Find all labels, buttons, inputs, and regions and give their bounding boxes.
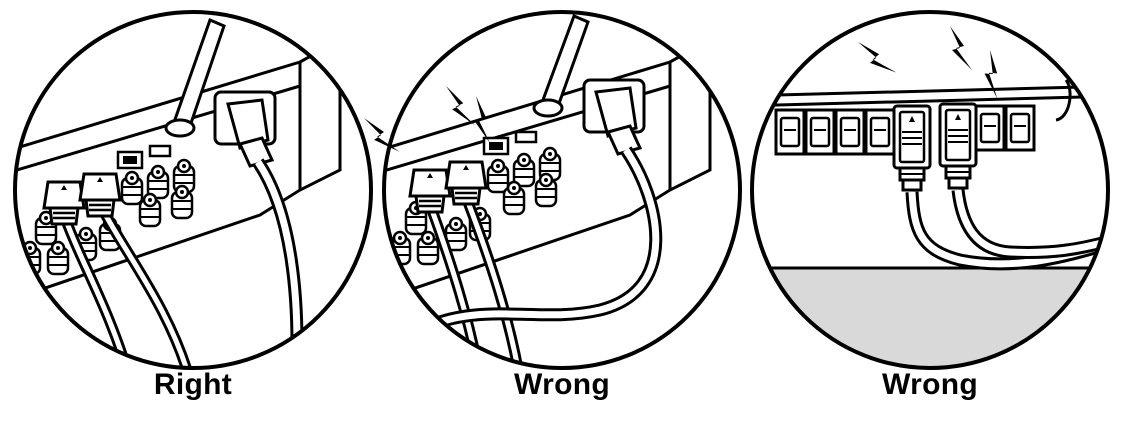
panel-right-connection [13,10,373,370]
speaker-plug [892,104,932,192]
magnifier-circle [13,10,373,370]
speaker-plug [78,172,122,218]
panel-wrong-crossed-cables [364,10,742,370]
antenna-icon [532,13,590,118]
lightning-bolt-icon [976,50,1011,99]
caption-wrong-close: Wrong [882,368,978,401]
speaker-plug [938,102,978,190]
lightning-bolt-icon [950,26,972,70]
antenna-icon [164,17,226,138]
panel-wrong-close-plugs [750,10,1110,370]
ethernet-port-icon [116,150,144,170]
speaker-plug [408,168,452,214]
power-plug-icon [582,78,646,156]
lightning-bolt-icon [858,32,897,82]
magnifier-circle [382,10,742,370]
power-plug-icon [213,90,277,168]
magnifier-circle [750,10,1110,370]
caption-right: Right [153,368,233,401]
caption-wrong-crossed: Wrong [514,368,610,401]
speaker-plug [42,180,86,226]
ethernet-port-icon [482,136,510,156]
lightning-bolt-icon [446,82,476,130]
speaker-plug [444,160,488,206]
